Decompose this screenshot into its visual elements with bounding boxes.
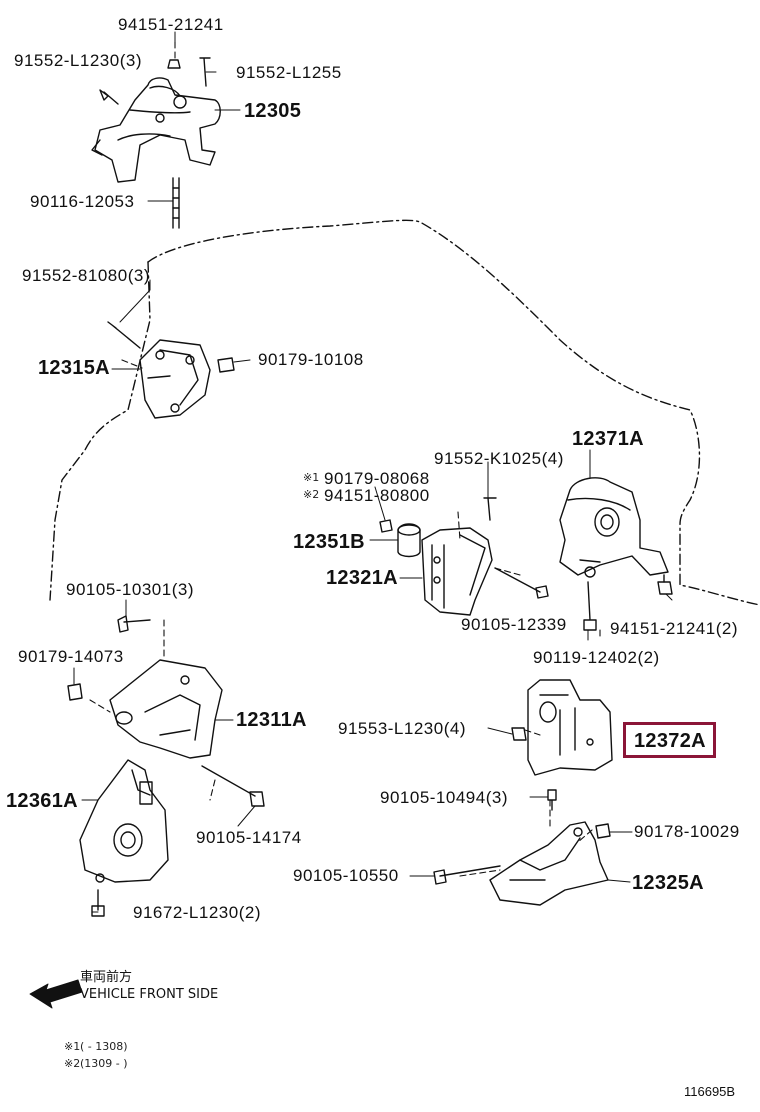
label-91672-L1230-2: 91672-L1230(2): [133, 903, 261, 922]
vehicle-front-arrow: [29, 979, 83, 1009]
front-side-label-jp: 車両前方: [80, 970, 133, 985]
engine-outline: [147, 219, 760, 606]
label-91552-81080-3: 91552-81080(3): [22, 266, 150, 285]
bolt-91672-L1230: [91, 889, 105, 917]
mark-2: ※2: [303, 488, 320, 501]
bolt-91553-L1230: [511, 727, 527, 741]
nut-90179-14073: [67, 683, 83, 701]
label-12361A: 12361A: [6, 790, 78, 812]
bolt-90105-14174: [201, 765, 265, 807]
stud-90116: [172, 177, 180, 229]
nut-94151-21241-2: [657, 581, 673, 595]
nut-94151-top: [167, 59, 181, 69]
front-side-label-en: VEHICLE FRONT SIDE: [80, 987, 219, 1002]
bolt-91552-81080: [107, 321, 141, 349]
bracket-12325A: [489, 821, 609, 906]
engine-outline-left: [49, 261, 151, 601]
label-90119-12402-2: 90119-12402(2): [533, 648, 660, 667]
bolt-91552-K1025: [483, 497, 497, 521]
note2-text: (1309 - ): [80, 1057, 128, 1070]
label-12351B: 12351B: [293, 531, 365, 553]
mount-12371A: [559, 477, 669, 578]
label-91552-L1255: 91552-L1255: [236, 63, 342, 82]
label-90105-12339: 90105-12339: [461, 615, 567, 634]
label-12321A: 12321A: [326, 567, 398, 589]
bracket-12311A: [109, 659, 223, 759]
note1-text: ( - 1308): [80, 1040, 128, 1053]
label-90105-10550: 90105-10550: [293, 866, 399, 885]
label-90105-10301-3: 90105-10301(3): [66, 580, 194, 599]
bolt-91552-L1255: [199, 57, 211, 87]
mount-12372A: [527, 679, 613, 776]
label-91552-K1025-4: 91552-K1025(4): [434, 449, 564, 468]
bracket-12315A: [139, 339, 211, 419]
label-90179-08068: 90179-08068: [324, 469, 430, 488]
label-12305: 12305: [244, 100, 302, 122]
label-90179-10108: 90179-10108: [258, 350, 364, 369]
bracket-12321A: [421, 527, 493, 616]
bolt-91552-L1230: [99, 89, 119, 105]
highlight-box-12372A: [623, 722, 716, 758]
nut-90179-08068: [379, 519, 393, 533]
mount-12305: [91, 77, 221, 183]
label-12372A: 12372A: [634, 730, 706, 752]
label-94151-21241-top: 94151-21241: [118, 15, 224, 34]
label-91553-L1230-4: 91553-L1230(4): [338, 719, 466, 738]
bolt-90105-12339: [494, 567, 549, 599]
nut-90178-10029: [595, 823, 611, 839]
bolt-90119-12402: [583, 581, 597, 631]
bolt-90105-10301: [117, 615, 151, 633]
note2-mark: ※2: [64, 1057, 81, 1070]
mount-12361A: [79, 759, 169, 883]
label-12325A: 12325A: [632, 872, 704, 894]
bolt-90105-10550: [433, 865, 501, 885]
label-90105-10494-3: 90105-10494(3): [380, 788, 508, 807]
label-90178-10029: 90178-10029: [634, 822, 740, 841]
label-90116-12053: 90116-12053: [30, 192, 135, 211]
bolt-90105-10494: [547, 789, 557, 811]
label-90179-14073: 90179-14073: [18, 647, 124, 666]
note1-mark: ※1: [64, 1040, 81, 1053]
nut-90179-10108: [217, 357, 235, 373]
label-94151-21241-2: 94151-21241(2): [610, 619, 738, 638]
label-90105-14174: 90105-14174: [196, 828, 302, 847]
bushing-12351B: [397, 523, 421, 558]
label-12315A: 12315A: [38, 357, 110, 379]
label-12371A: 12371A: [572, 428, 644, 450]
label-12311A: 12311A: [236, 709, 307, 731]
label-94151-80800: 94151-80800: [324, 486, 430, 505]
label-91552-L1230-3: 91552-L1230(3): [14, 51, 142, 70]
mark-1: ※1: [303, 471, 320, 484]
figure-id: 116695B: [684, 1084, 736, 1099]
